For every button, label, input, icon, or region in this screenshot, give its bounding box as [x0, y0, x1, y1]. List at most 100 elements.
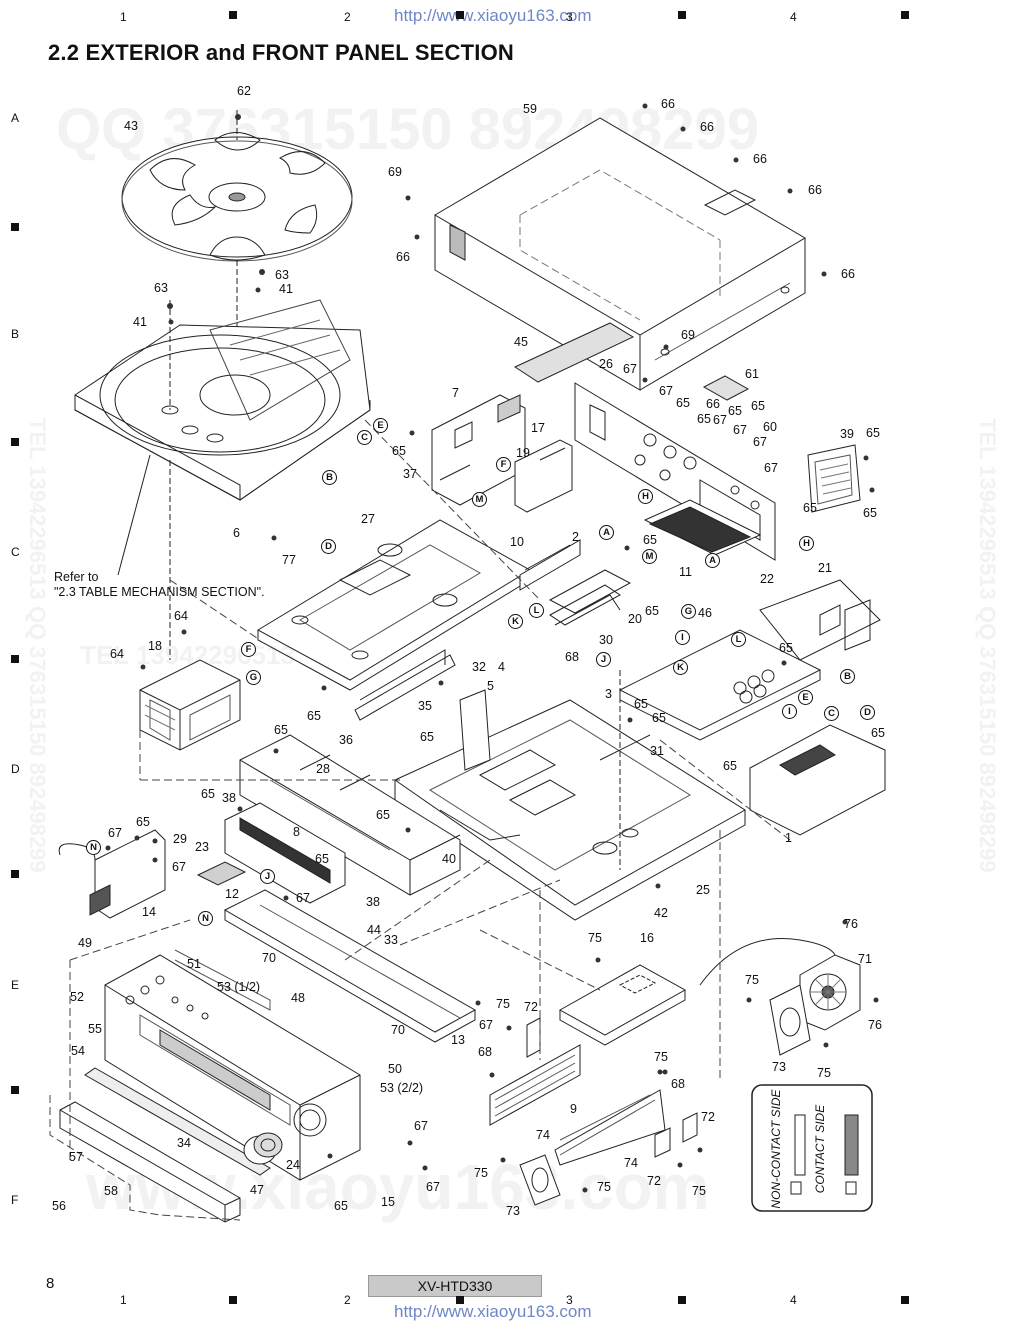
connector-tag: A: [599, 525, 614, 540]
part-number-label: 14: [142, 905, 156, 919]
part-number-label: 65: [136, 815, 150, 829]
part-number-label: 24: [286, 1158, 300, 1172]
part-number-label: 26: [599, 357, 613, 371]
part-number-label: 67: [426, 1180, 440, 1194]
register-mark: [11, 655, 19, 663]
part-number-label: 65: [645, 604, 659, 618]
part-number-label: 63: [275, 268, 289, 282]
part-number-label: 65: [676, 396, 690, 410]
part-number-label: 19: [516, 446, 530, 460]
part-number-label: 65: [274, 723, 288, 737]
row-letter-c: C: [11, 545, 20, 559]
source-url-top[interactable]: http://www.xiaoyu163.com: [394, 6, 592, 25]
refer-note: Refer to "2.3 TABLE MECHANISM SECTION".: [54, 570, 265, 600]
part-number-label: 67: [479, 1018, 493, 1032]
part-number-label: 6: [233, 526, 240, 540]
connector-tag: K: [673, 660, 688, 675]
part-number-label: 48: [291, 991, 305, 1005]
part-number-label: 77: [282, 553, 296, 567]
part-number-label: 67: [764, 461, 778, 475]
register-mark: [456, 11, 464, 19]
row-letter-f: F: [11, 1193, 19, 1207]
part-number-label: 30: [599, 633, 613, 647]
part-number-label: 75: [496, 997, 510, 1011]
part-number-label: 65: [643, 533, 657, 547]
connector-tag: D: [321, 539, 336, 554]
part-number-label: 3: [605, 687, 612, 701]
part-number-label: 65: [723, 759, 737, 773]
connector-tag: N: [86, 840, 101, 855]
part-number-label: 50: [388, 1062, 402, 1076]
part-number-label: 65: [871, 726, 885, 740]
register-mark: [11, 1086, 19, 1094]
part-number-label: 65: [376, 808, 390, 822]
part-number-label: 73: [506, 1204, 520, 1218]
part-number-label: 66: [753, 152, 767, 166]
connector-tag: A: [705, 553, 720, 568]
part-number-label: 67: [753, 435, 767, 449]
table-mechanism: [74, 299, 371, 660]
column-number-1-bottom: 1: [120, 1293, 127, 1307]
legend-contact-side: CONTACT SIDE: [813, 1104, 827, 1194]
part-number-label: 18: [148, 639, 162, 653]
part-number-label: 21: [818, 561, 832, 575]
connector-tag: C: [824, 706, 839, 721]
connector-tag: J: [596, 652, 611, 667]
register-mark: [229, 11, 237, 19]
part-number-label: 1: [785, 831, 792, 845]
part-number-label: 75: [474, 1166, 488, 1180]
part-number-label: 65: [307, 709, 321, 723]
part-number-label: 66: [841, 267, 855, 281]
part-number-label: 67: [623, 362, 637, 376]
part-number-label: 49: [78, 936, 92, 950]
part-number-label: 62: [237, 84, 251, 98]
part-number-label: 9: [570, 1102, 577, 1116]
part-number-label: 67: [172, 860, 186, 874]
connector-tag: M: [472, 492, 487, 507]
part-number-label: 16: [640, 931, 654, 945]
part-number-label: 76: [868, 1018, 882, 1032]
row-letter-a: A: [11, 111, 20, 125]
part-number-label: 52: [70, 990, 84, 1004]
connector-tag: G: [681, 604, 696, 619]
part-number-label: 68: [671, 1077, 685, 1091]
part-number-label: 44: [367, 923, 381, 937]
part-number-label: 65: [728, 404, 742, 418]
part-number-label: 17: [531, 421, 545, 435]
transformer-18: [139, 659, 241, 751]
part-number-label: 71: [858, 952, 872, 966]
part-number-label: 37: [403, 467, 417, 481]
connector-tag: H: [638, 489, 653, 504]
part-number-label: 74: [536, 1128, 550, 1142]
part-number-label: 75: [597, 1180, 611, 1194]
register-mark: [901, 11, 909, 19]
part-number-label: 65: [315, 852, 329, 866]
register-mark: [11, 438, 19, 446]
part-number-label: 69: [388, 165, 402, 179]
part-number-label: 42: [654, 906, 668, 920]
part-number-label: 53 (1/2): [217, 980, 261, 994]
part-number-label: 22: [760, 572, 774, 586]
front-sub-board-12: [223, 889, 477, 1043]
connector-tag: G: [246, 670, 261, 685]
part-number-label: 7: [452, 386, 459, 400]
part-number-label: 64: [110, 647, 124, 661]
part-number-label: 31: [650, 744, 664, 758]
part-number-label: 67: [414, 1119, 428, 1133]
part-number-label: 67: [713, 413, 727, 427]
part-number-label: 46: [698, 606, 712, 620]
part-number-label: 20: [628, 612, 642, 626]
part-number-label: 29: [173, 832, 187, 846]
part-number-label: 59: [523, 102, 537, 116]
register-mark: [901, 1296, 909, 1304]
part-number-label: 66: [700, 120, 714, 134]
source-url-bottom[interactable]: http://www.xiaoyu163.com: [394, 1302, 592, 1321]
part-number-label: 69: [681, 328, 695, 342]
part-number-label: 53 (2/2): [380, 1081, 424, 1095]
front-bracket-28: [239, 734, 461, 896]
part-number-label: 56: [52, 1199, 66, 1213]
connector-tag: M: [642, 549, 657, 564]
part-number-label: 33: [384, 933, 398, 947]
part-number-label: 10: [510, 535, 524, 549]
